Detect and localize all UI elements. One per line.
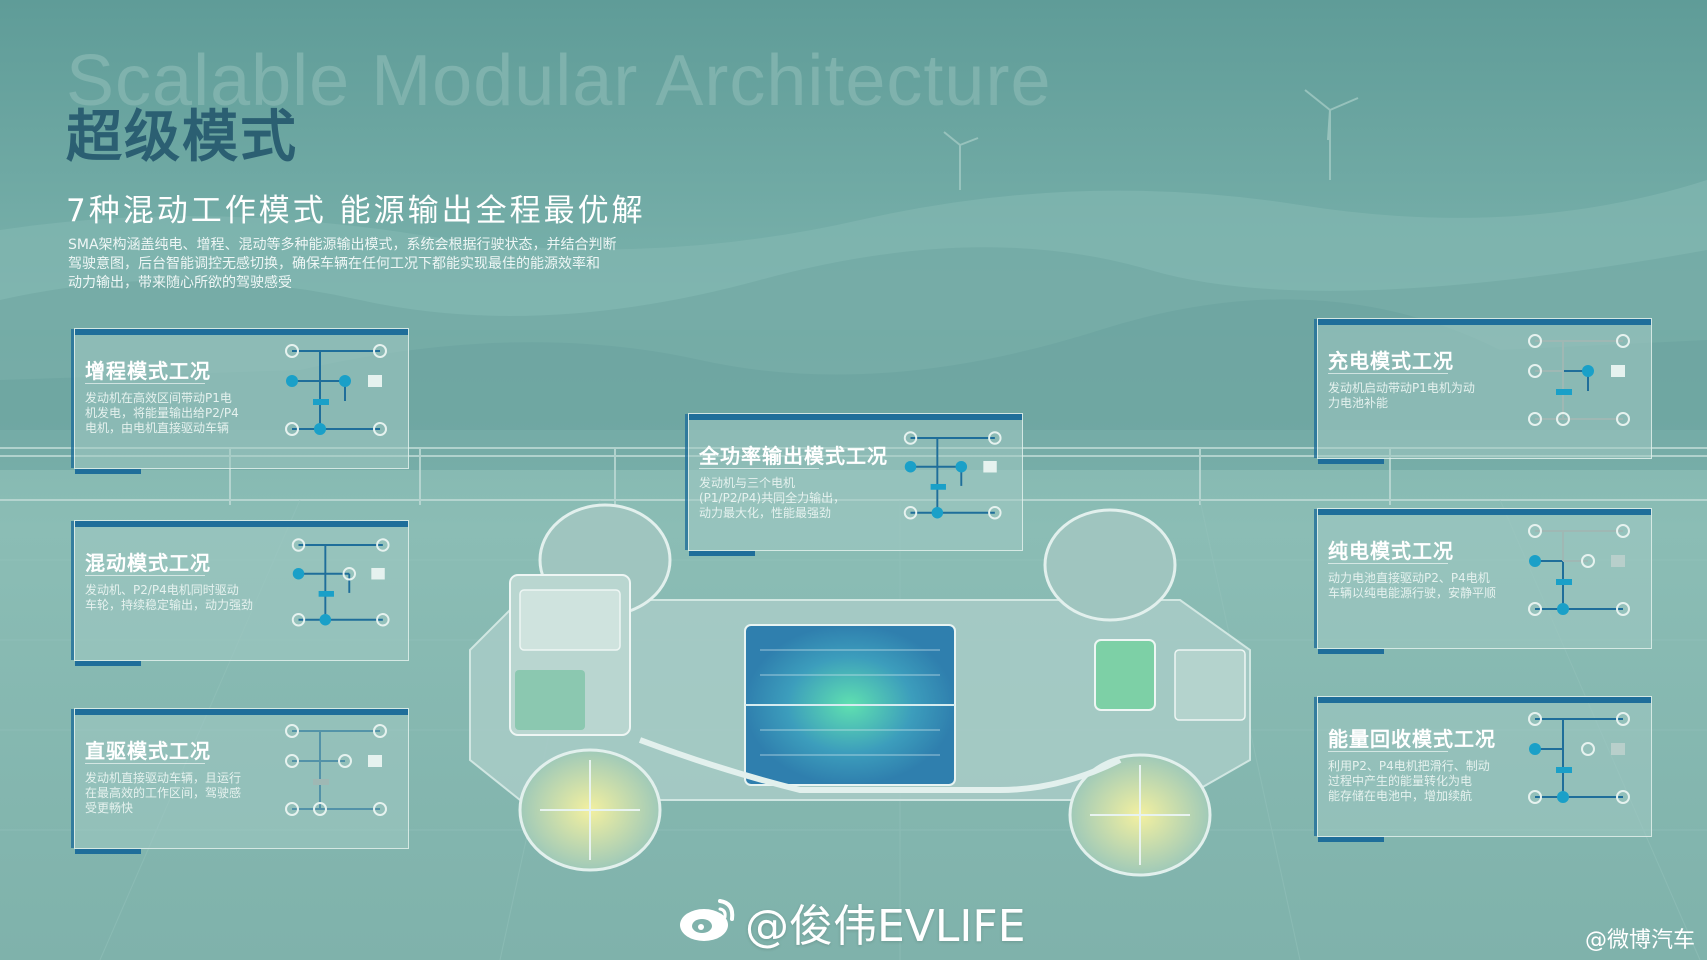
card-desc-line: 车辆以纯电能源行驶，安静平顺 <box>1328 586 1497 600</box>
page-title: 超级模式 <box>66 105 298 170</box>
powertrain-schematic-icon <box>1528 524 1630 616</box>
card-desc-line: (P1/P2/P4)共同全力输出， <box>699 491 846 505</box>
card-top-bar <box>75 709 408 715</box>
card-bottom-bar <box>1318 459 1384 464</box>
mode-card-pure-electric: 纯电模式工况 动力电池直接驱动P2、P4电机 车辆以纯电能源行驶，安静平顺 <box>1314 508 1652 654</box>
card-top-bar <box>75 329 408 335</box>
card-left-bar <box>1314 509 1317 648</box>
powertrain-schematic-icon <box>1528 712 1630 804</box>
card-desc-line: 发动机、P2/P4电机同时驱动 <box>85 583 239 597</box>
card-divider <box>1328 373 1448 374</box>
card-desc-line: 过程中产生的能量转化为电 <box>1328 774 1473 788</box>
card-desc-line: 动力最大化，性能最强劲 <box>699 506 832 520</box>
card-bottom-bar <box>689 551 755 556</box>
card-title: 直驱模式工况 <box>85 739 211 763</box>
card-description: 发动机直接驱动车辆，且运行 在最高效的工作区间，驾驶感 受更畅快 <box>85 771 241 816</box>
card-divider <box>85 383 205 384</box>
card-description: 发动机在高效区间带动P1电 机发电，将能量输出给P2/P4 电机，由电机直接驱动… <box>85 391 239 436</box>
background-heading: Scalable Modular Architecture <box>66 41 1052 121</box>
card-title: 能量回收模式工况 <box>1328 727 1496 751</box>
card-desc-line: 发动机与三个电机 <box>699 476 796 490</box>
powertrain-schematic-icon <box>291 538 390 627</box>
card-desc-line: 电机，由电机直接驱动车辆 <box>85 421 230 435</box>
powertrain-schematic-icon <box>285 344 387 436</box>
card-top-bar <box>1318 509 1651 515</box>
card-description: 动力电池直接驱动P2、P4电机 车辆以纯电能源行驶，安静平顺 <box>1328 571 1496 601</box>
card-title: 增程模式工况 <box>85 359 211 383</box>
card-left-bar <box>1314 319 1317 458</box>
card-description: 利用P2、P4电机把滑行、制动 过程中产生的能量转化为电 能存储在电池中，增加续… <box>1328 759 1490 804</box>
card-bottom-bar <box>75 849 141 854</box>
card-title: 混动模式工况 <box>85 551 211 575</box>
card-top-bar <box>75 521 408 527</box>
card-description: 发动机与三个电机 (P1/P2/P4)共同全力输出， 动力最大化，性能最强劲 <box>699 476 845 521</box>
card-desc-line: 力电池补能 <box>1328 396 1389 410</box>
card-desc-line: 发动机启动带动P1电机为动 <box>1328 381 1475 395</box>
card-divider <box>85 575 205 576</box>
card-top-bar <box>689 414 1022 420</box>
card-title: 纯电模式工况 <box>1328 539 1454 563</box>
card-description: 发动机、P2/P4电机同时驱动 车轮，持续稳定输出，动力强劲 <box>85 583 253 613</box>
card-desc-line: 利用P2、P4电机把滑行、制动 <box>1328 759 1490 773</box>
card-bottom-bar <box>1318 837 1384 842</box>
mode-card-direct-drive: 直驱模式工况 发动机直接驱动车辆，且运行 在最高效的工作区间，驾驶感 受更畅快 <box>71 708 409 854</box>
mode-card-full-power: 全功率输出模式工况 发动机与三个电机 (P1/P2/P4)共同全力输出， 动力最… <box>685 413 1023 556</box>
description-line: 驾驶意图，后台智能调控无感切换，确保车辆在任何工况下都能实现最佳的能源效率和 <box>68 256 600 272</box>
card-divider <box>699 468 819 469</box>
card-divider <box>1328 751 1448 752</box>
powertrain-schematic-icon <box>1528 334 1630 426</box>
card-desc-line: 在最高效的工作区间，驾驶感 <box>85 786 242 800</box>
description-line: SMA架构涵盖纯电、增程、混动等多种能源输出模式，系统会根据行驶状态，并结合判断 <box>68 237 617 253</box>
weibo-auto-watermark: @微博汽车 <box>1584 928 1695 953</box>
card-bottom-bar <box>75 661 141 666</box>
mode-card-hybrid: 混动模式工况 发动机、P2/P4电机同时驱动 车轮，持续稳定输出，动力强劲 <box>71 520 409 666</box>
card-title: 全功率输出模式工况 <box>699 444 888 468</box>
card-left-bar <box>71 709 74 848</box>
card-divider <box>1328 563 1448 564</box>
author-watermark: @俊伟EVLIFE <box>745 901 1026 952</box>
card-left-bar <box>71 329 74 468</box>
card-desc-line: 发动机在高效区间带动P1电 <box>85 391 232 405</box>
powertrain-schematic-icon <box>285 724 387 816</box>
card-desc-line: 受更畅快 <box>85 801 134 815</box>
description-line: 动力输出，带来随心所欲的驾驶感受 <box>68 275 292 291</box>
card-divider <box>85 763 205 764</box>
page-description: SMA架构涵盖纯电、增程、混动等多种能源输出模式，系统会根据行驶状态，并结合判断… <box>68 236 718 293</box>
card-left-bar <box>685 414 688 550</box>
card-bottom-bar <box>75 469 141 474</box>
mode-card-charging: 充电模式工况 发动机启动带动P1电机为动 力电池补能 <box>1314 318 1652 464</box>
card-desc-line: 车轮，持续稳定输出，动力强劲 <box>85 598 254 612</box>
card-desc-line: 发动机直接驱动车辆，且运行 <box>85 771 242 785</box>
weibo-logo-icon <box>680 899 735 941</box>
card-top-bar <box>1318 697 1651 703</box>
chassis-illustration <box>469 503 1251 877</box>
card-desc-line: 动力电池直接驱动P2、P4电机 <box>1328 571 1490 585</box>
page-subtitle: 7种混动工作模式 能源输出全程最优解 <box>66 193 646 229</box>
card-left-bar <box>1314 697 1317 836</box>
card-desc-line: 能存储在电池中，增加续航 <box>1328 789 1473 803</box>
powertrain-schematic-icon <box>903 431 1002 520</box>
card-bottom-bar <box>1318 649 1384 654</box>
card-top-bar <box>1318 319 1651 325</box>
card-title: 充电模式工况 <box>1328 349 1454 373</box>
mode-card-range-extender: 增程模式工况 发动机在高效区间带动P1电 机发电，将能量输出给P2/P4 电机，… <box>71 328 409 474</box>
mode-card-energy-recovery: 能量回收模式工况 利用P2、P4电机把滑行、制动 过程中产生的能量转化为电 能存… <box>1314 696 1652 842</box>
card-description: 发动机启动带动P1电机为动 力电池补能 <box>1328 381 1475 411</box>
card-desc-line: 机发电，将能量输出给P2/P4 <box>85 406 239 420</box>
card-left-bar <box>71 521 74 660</box>
